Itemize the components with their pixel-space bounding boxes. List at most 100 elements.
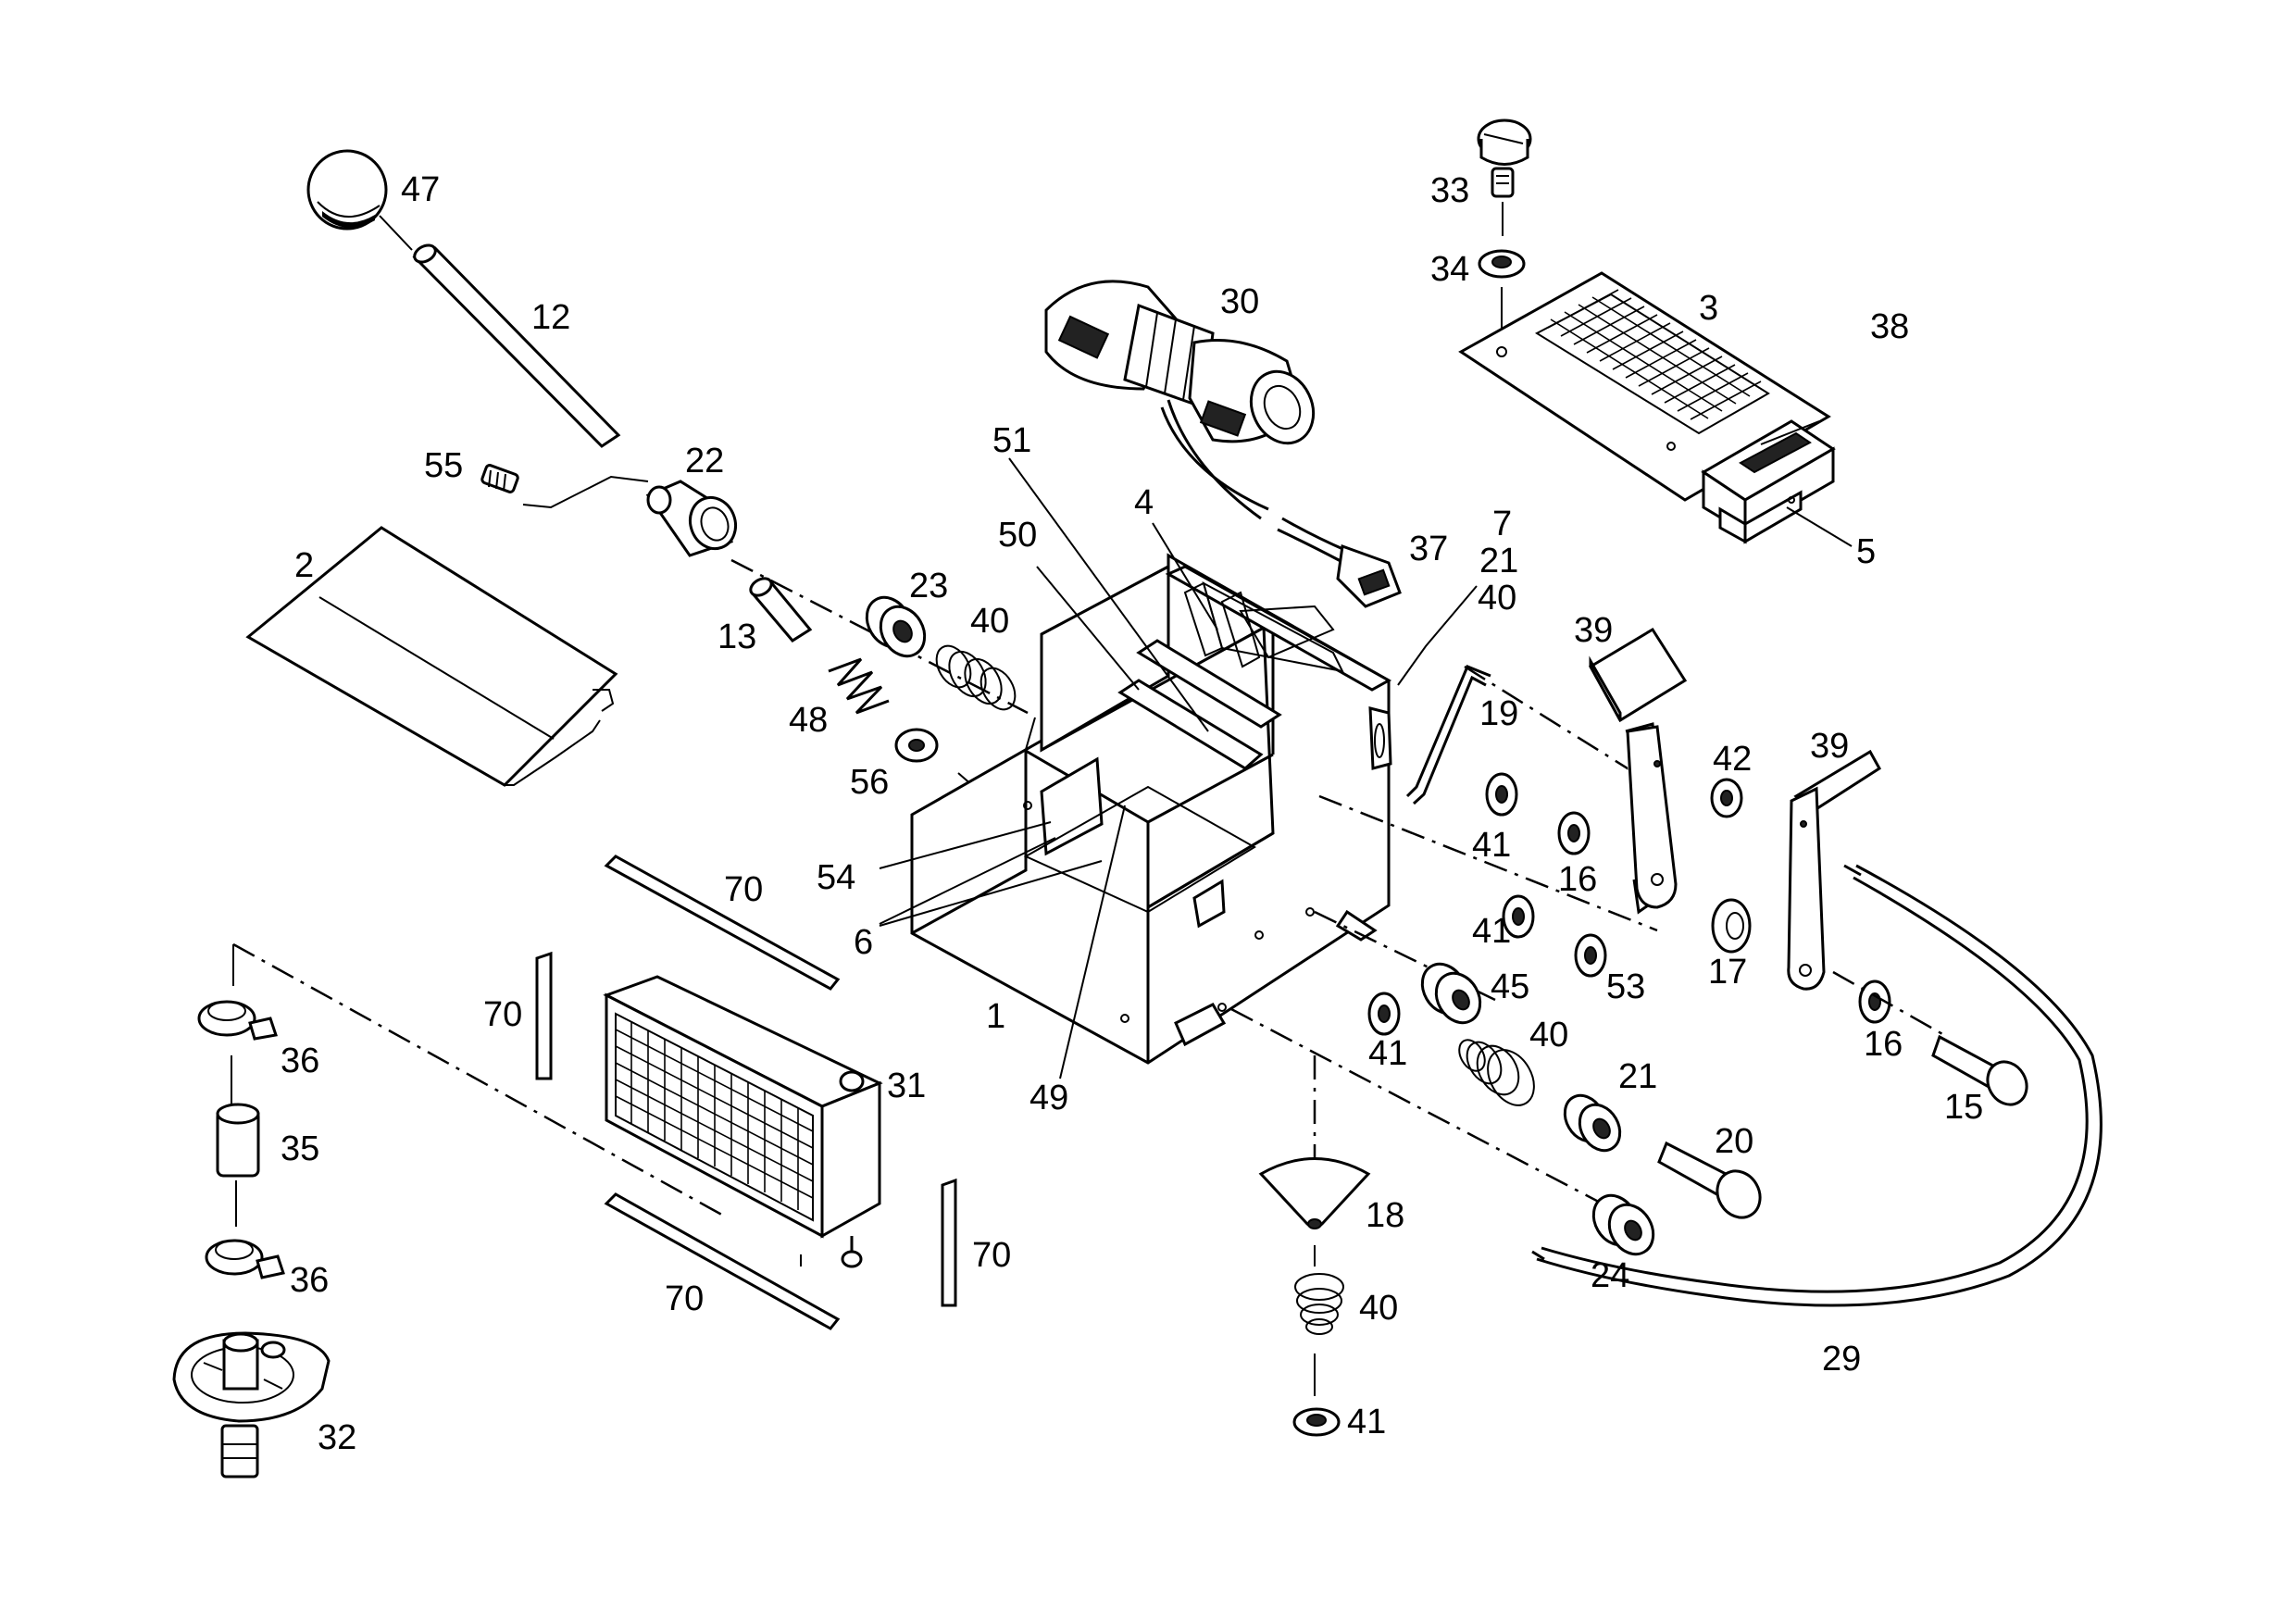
callout-38: 38 <box>1870 307 1909 346</box>
callout-56: 56 <box>850 763 889 802</box>
part-16-bushing-a <box>1557 811 1591 855</box>
part-20-bolt <box>1657 1141 1762 1219</box>
heater-core-grid <box>615 1022 814 1210</box>
part-38-5-connector-block <box>1701 419 1836 544</box>
callout-6: 6 <box>854 923 873 962</box>
callout-37: 37 <box>1409 530 1448 568</box>
callout-41: 41 <box>1472 826 1511 865</box>
callout-48: 48 <box>789 701 828 740</box>
callout-21: 21 <box>1618 1057 1657 1096</box>
part-41-washer-c <box>1367 992 1401 1036</box>
callout-40: 40 <box>1478 579 1516 618</box>
panel-grid <box>1547 289 1762 420</box>
part-1-main-housing <box>910 553 1392 1065</box>
part-41-washer-d <box>1292 1407 1341 1437</box>
part-18-funnel <box>1258 1157 1371 1229</box>
callout-70: 70 <box>724 870 763 909</box>
part-47-ball-knob <box>306 149 388 231</box>
part-36-hose-clamp-a <box>197 1000 278 1041</box>
part-35-hose <box>216 1103 260 1178</box>
callout-42: 42 <box>1713 740 1752 779</box>
part-2-tray <box>245 526 618 787</box>
part-21-bushing <box>1563 1093 1622 1153</box>
callout-24: 24 <box>1591 1256 1629 1295</box>
part-70-seal-strip-c <box>604 1192 841 1330</box>
callout-50: 50 <box>998 516 1037 555</box>
part-22-lever-hub <box>645 480 738 557</box>
callout-1: 1 <box>986 997 1005 1036</box>
callout-23: 23 <box>909 567 948 605</box>
part-29-cable <box>1531 864 2103 1307</box>
part-34-nut <box>1478 249 1526 279</box>
callout-51: 51 <box>992 421 1031 460</box>
part-37-connector <box>1277 517 1402 608</box>
callout-29: 29 <box>1822 1340 1861 1379</box>
part-19-crank <box>1405 665 1491 805</box>
part-45-grommet <box>1420 962 1482 1025</box>
part-41-washer-a <box>1485 772 1518 817</box>
part-12-lever-rod <box>412 243 621 448</box>
callout-12: 12 <box>531 298 570 337</box>
part-39-lever-upper <box>1588 627 1688 915</box>
callout-5: 5 <box>1856 532 1876 571</box>
part-30-blower-motor <box>1044 280 1316 445</box>
callout-33: 33 <box>1430 171 1469 210</box>
callout-40: 40 <box>1359 1289 1398 1328</box>
callout-54: 54 <box>817 858 855 897</box>
part-36-hose-clamp-b <box>205 1239 285 1279</box>
part-70-seal-strip-d <box>941 1178 957 1307</box>
callout-16: 16 <box>1864 1025 1903 1064</box>
part-33-knob-screw <box>1477 119 1532 198</box>
callout-labels: 47 12 55 22 2 13 23 40 48 56 30 51 50 4 … <box>281 170 1983 1457</box>
part-56-washer <box>894 728 939 763</box>
callout-70: 70 <box>972 1236 1011 1275</box>
callout-21: 21 <box>1479 542 1518 580</box>
callout-41: 41 <box>1347 1403 1386 1441</box>
callout-35: 35 <box>281 1129 319 1168</box>
callout-47: 47 <box>401 170 440 209</box>
callout-4: 4 <box>1134 483 1154 522</box>
callout-36: 36 <box>281 1042 319 1080</box>
callout-18: 18 <box>1366 1196 1404 1235</box>
callout-13: 13 <box>718 618 756 656</box>
callout-19: 19 <box>1479 694 1518 733</box>
callout-16: 16 <box>1558 860 1597 899</box>
part-32-valve <box>172 1331 331 1479</box>
callout-22: 22 <box>685 442 724 480</box>
callout-70: 70 <box>483 995 522 1034</box>
callout-7: 7 <box>1492 505 1512 543</box>
callout-15: 15 <box>1944 1088 1983 1127</box>
part-42-washer <box>1710 778 1743 818</box>
callout-31: 31 <box>887 1067 926 1105</box>
callout-36: 36 <box>290 1261 329 1300</box>
part-40-spring-upper <box>935 644 1017 711</box>
callout-40: 40 <box>1529 1016 1568 1054</box>
callout-70: 70 <box>665 1279 704 1318</box>
part-48-coil-spring <box>828 657 890 715</box>
callout-39: 39 <box>1810 727 1849 766</box>
part-70-seal-strip-a <box>604 855 841 991</box>
part-24-grommet <box>1591 1193 1655 1256</box>
part-16-bushing-b <box>1858 979 1891 1024</box>
callout-20: 20 <box>1715 1122 1753 1161</box>
part-13-pin <box>749 577 813 643</box>
part-15-bolt <box>1931 1034 2028 1106</box>
callout-53: 53 <box>1606 967 1645 1006</box>
part-41-washer-b <box>1502 894 1535 939</box>
part-53-bushing <box>1574 933 1607 978</box>
part-3-control-panel <box>1458 271 1831 502</box>
callout-17: 17 <box>1708 953 1747 992</box>
part-40-cone-spring <box>1458 1039 1535 1106</box>
callout-55: 55 <box>424 446 463 485</box>
part-17-bushing <box>1711 898 1752 954</box>
part-70-seal-strip-b <box>535 951 553 1080</box>
callout-49: 49 <box>1029 1079 1068 1117</box>
part-31-heater-core <box>603 975 883 1268</box>
part-39-lever-lower <box>1787 749 1881 991</box>
part-23-bushing <box>865 595 927 658</box>
callout-3: 3 <box>1699 289 1718 328</box>
callout-2: 2 <box>294 546 314 585</box>
callout-45: 45 <box>1491 967 1529 1006</box>
callout-34: 34 <box>1430 250 1469 289</box>
